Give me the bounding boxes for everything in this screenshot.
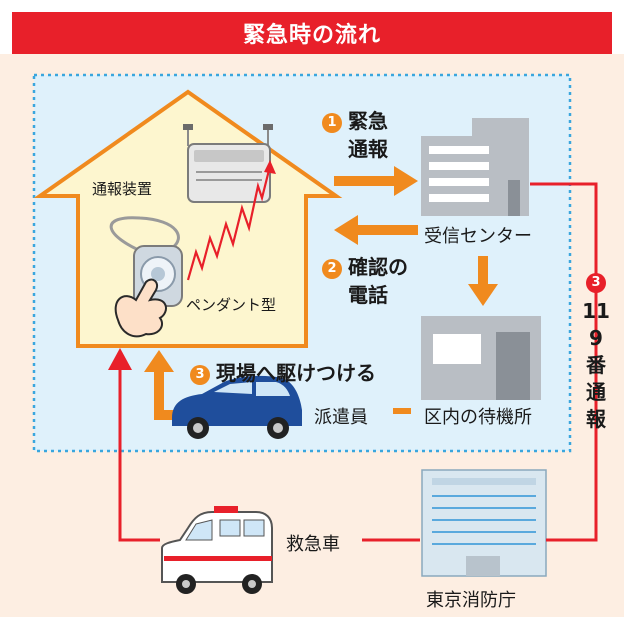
ambulance-icon <box>161 506 273 594</box>
arrow-dispatch-down <box>468 256 498 306</box>
reception-center-label: 受信センター <box>424 226 532 247</box>
fire-department-label: 東京消防庁 <box>426 590 516 611</box>
arrow-confirm-call <box>334 215 418 245</box>
step1-badge: 1 <box>322 112 342 133</box>
alarm-device-label: 通報装置 <box>92 180 153 198</box>
standby-station-label: 区内の待機所 <box>424 407 532 428</box>
step1-line2: 通報 <box>348 137 388 161</box>
reception-center-icon <box>421 118 529 216</box>
staff-label: 派遣員 <box>314 407 368 428</box>
line-119-call <box>530 182 598 542</box>
fire-department-icon <box>421 469 547 577</box>
step3-rush-text: 現場へ駆けつける <box>216 361 376 385</box>
arrow-ambulance-head <box>108 348 132 370</box>
hand-icon <box>114 278 167 338</box>
arrow-emergency-call <box>334 166 418 196</box>
step2-badge: 2 <box>322 258 342 279</box>
step1-label: 1 緊急 <box>322 108 388 134</box>
step2-label: 2 確認の <box>322 254 408 280</box>
step1-line1: 緊急 <box>348 109 388 133</box>
step3-rush-label: 3 現場へ駆けつける <box>190 360 376 386</box>
step3-119-text: 119番通報 <box>582 299 610 431</box>
pendant-label: ペンダント型 <box>186 296 277 314</box>
connector-staff-standby <box>393 408 411 414</box>
step3-rush-badge: 3 <box>190 364 210 385</box>
step3-119-badge-wrap: 3 <box>582 272 610 293</box>
ambulance-label: 救急車 <box>286 534 340 555</box>
car-icon <box>172 375 302 439</box>
arrow-rush-to-site <box>144 350 180 420</box>
step3-119-badge: 3 <box>586 272 606 293</box>
pendant-icon <box>109 216 183 307</box>
signal-wave <box>186 165 272 281</box>
header: 緊急時の流れ <box>0 0 624 54</box>
alarm-device-icon <box>183 124 273 203</box>
standby-station-icon <box>421 316 541 400</box>
step2-line2: 電話 <box>348 283 388 307</box>
step2-line1: 確認の <box>348 255 408 279</box>
line-ambulance-to-house <box>118 368 160 542</box>
page-title: 緊急時の流れ <box>12 12 612 54</box>
